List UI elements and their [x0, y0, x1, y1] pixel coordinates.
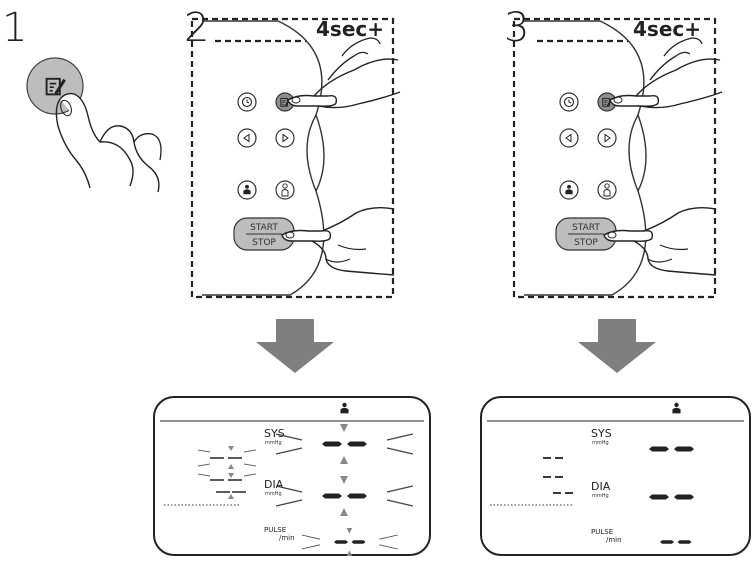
sys-label: SYS — [591, 427, 612, 440]
step-2-number: 2 — [184, 5, 209, 51]
step-3-device-panel: START STOP — [514, 19, 723, 297]
step-2-lcd-display: SYS mmHg DIA mmHg PULSE /min — [153, 396, 431, 557]
start-label: START — [250, 223, 278, 233]
step-2-hand-top — [287, 37, 401, 109]
dia-label: DIA — [591, 480, 611, 493]
step-3-down-arrow — [578, 319, 656, 373]
pulse-label: PULSE — [264, 526, 286, 534]
memory-indicator-blinking — [164, 446, 257, 506]
dia-unit: mmHg — [265, 491, 282, 497]
step-3-duration: 4sec+ — [633, 17, 701, 41]
stop-label: STOP — [574, 238, 598, 248]
step-3-hand-top — [609, 37, 723, 109]
step-3-start-stop-button[interactable]: START STOP — [555, 217, 617, 251]
step-2-hand-bottom — [281, 206, 395, 276]
dia-label: DIA — [264, 478, 284, 491]
pulse-unit: /min — [279, 534, 295, 542]
stop-label: STOP — [252, 238, 276, 248]
step-1-pressing-hand — [55, 92, 162, 193]
sys-label: SYS — [264, 427, 285, 440]
dia-unit: mmHg — [592, 493, 609, 499]
sys-unit: mmHg — [592, 440, 609, 446]
pulse-unit: /min — [606, 536, 622, 544]
start-label: START — [572, 223, 600, 233]
step-3-number: 3 — [504, 5, 529, 51]
step-2-duration: 4sec+ — [316, 17, 384, 41]
step-3-lcd-display: SYS mmHg DIA mmHg PULSE /min — [480, 396, 751, 556]
step-1-number: 1 — [2, 5, 27, 51]
step-2-device-panel: START STOP — [192, 19, 401, 297]
step-2-down-arrow — [256, 319, 334, 373]
memory-indicator — [490, 457, 573, 506]
sys-unit: mmHg — [265, 440, 282, 446]
pulse-label: PULSE — [591, 528, 613, 536]
step-3-hand-bottom — [603, 206, 717, 276]
step-2-start-stop-button[interactable]: START STOP — [233, 217, 295, 251]
